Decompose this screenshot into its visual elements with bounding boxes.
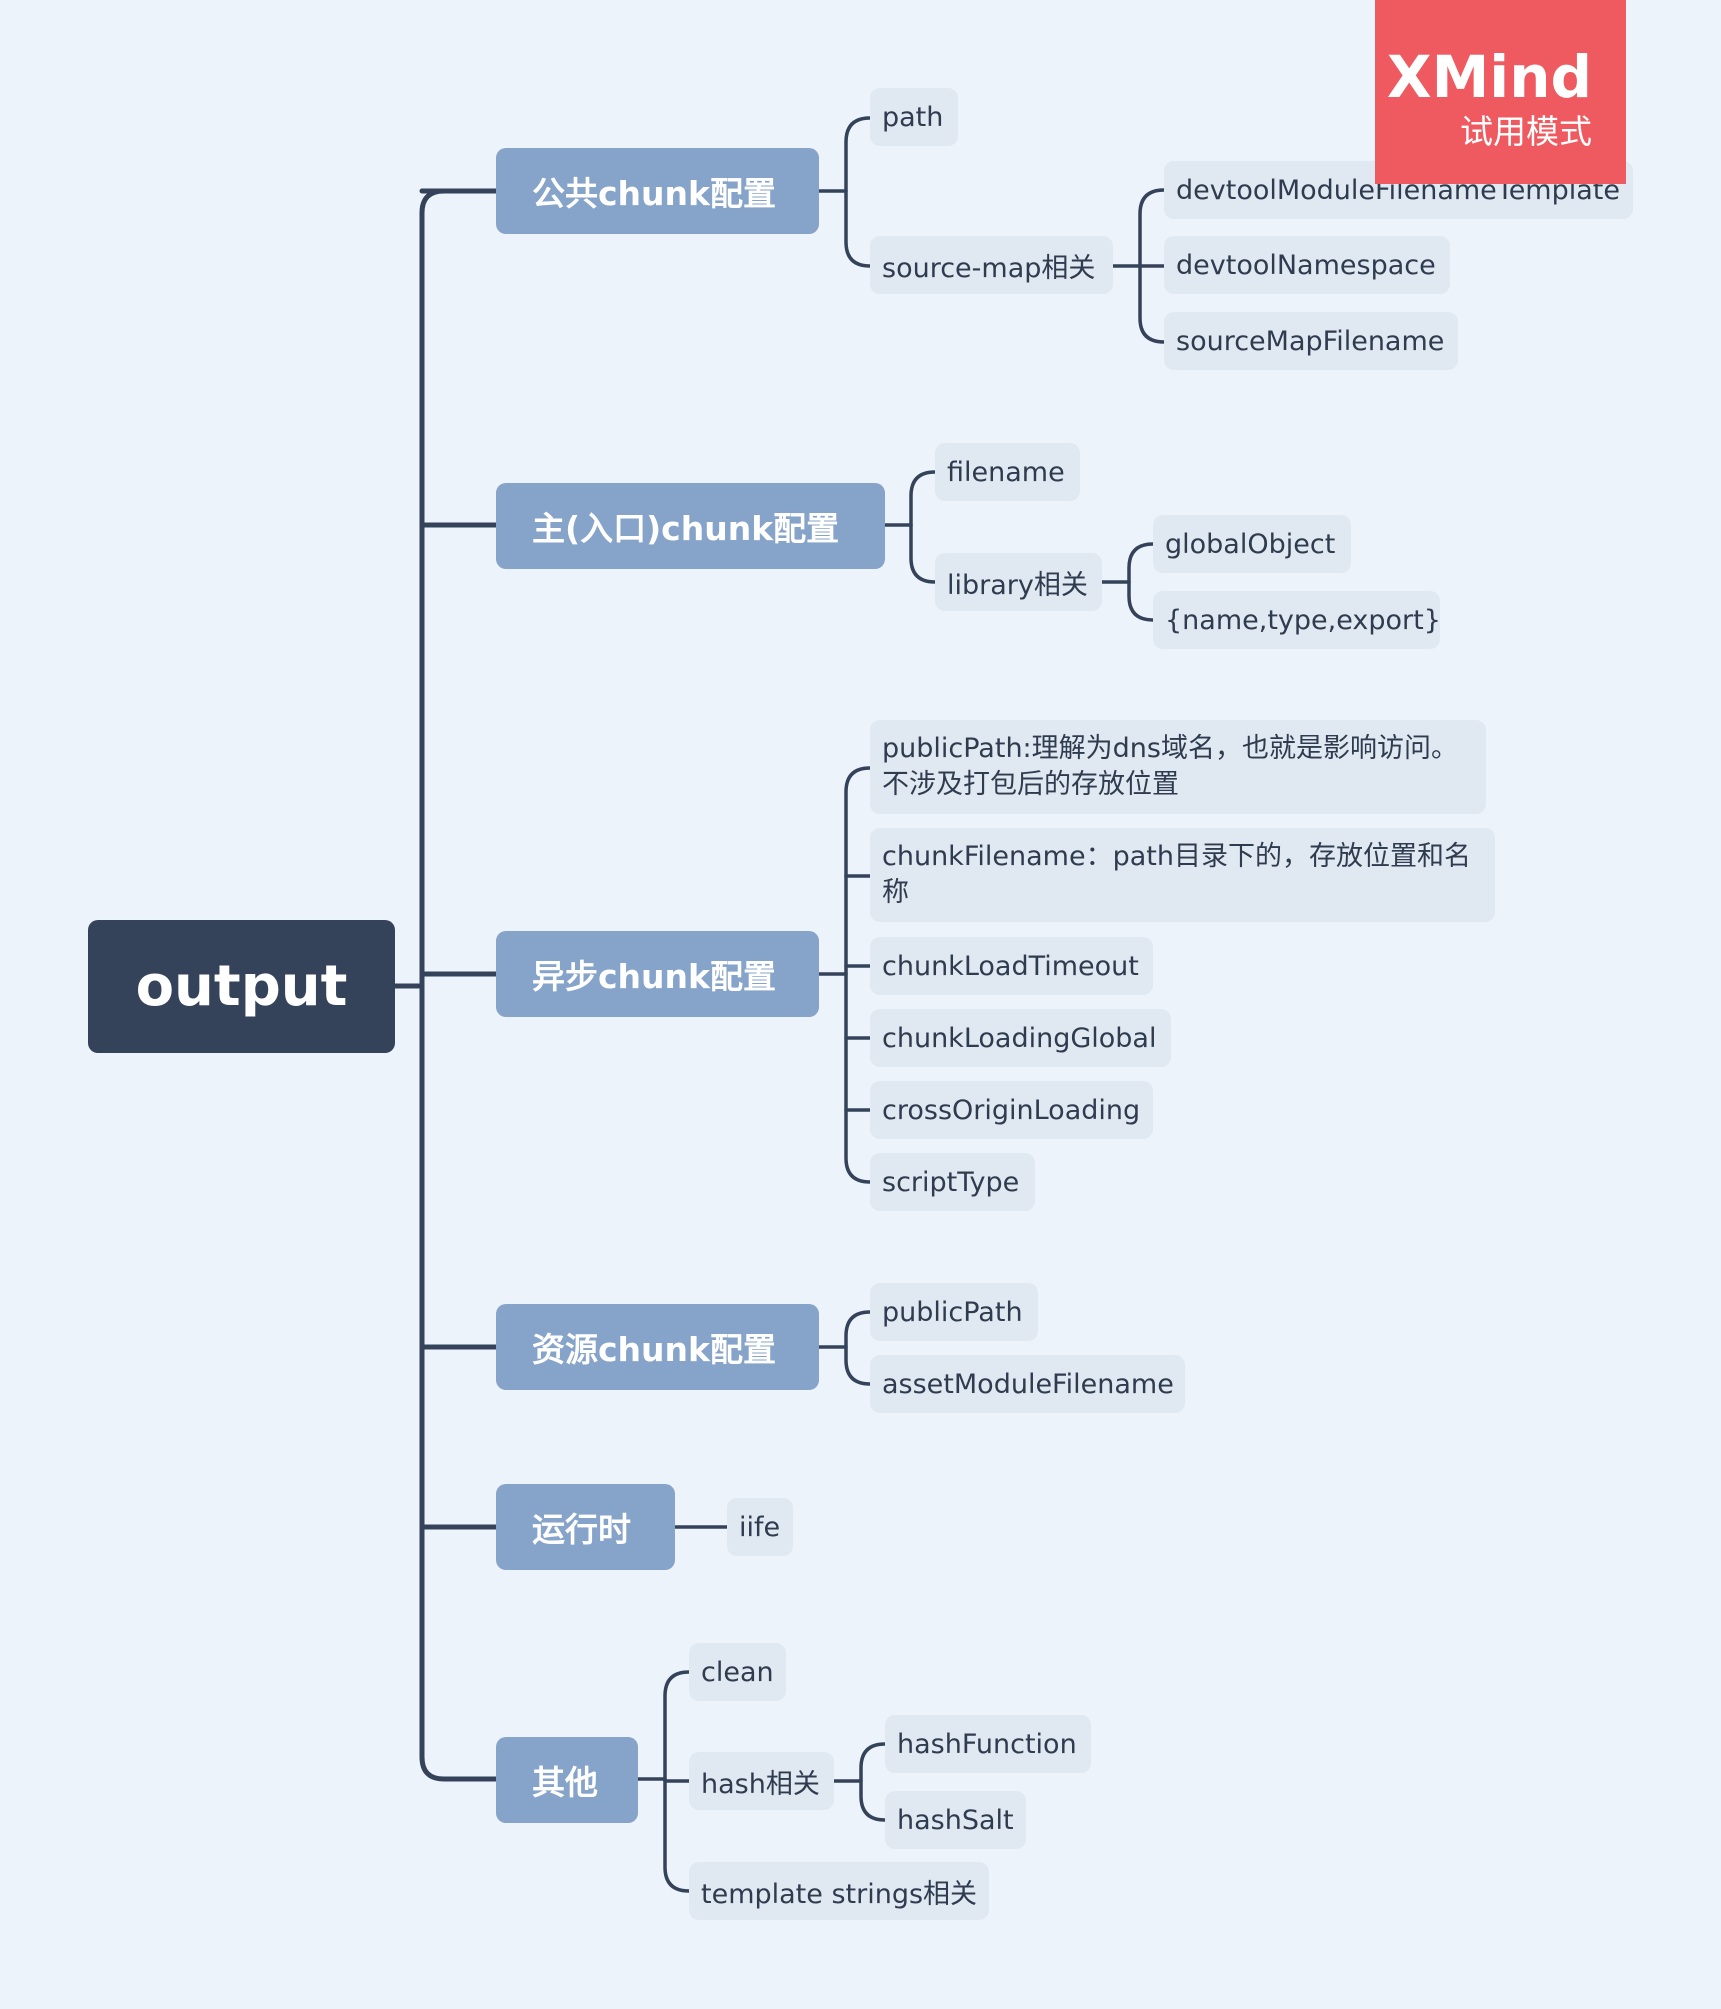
leaf-source-map-filename[interactable]: sourceMapFilename <box>1164 312 1458 370</box>
leaf-chunk-loading-global[interactable]: chunkLoadingGlobal <box>870 1009 1171 1067</box>
leaf-chunk-filename[interactable]: chunkFilename：path目录下的，存放位置和名称 <box>870 828 1495 922</box>
leaf-name-type-export[interactable]: {name,type,export} <box>1153 591 1441 649</box>
node-hash[interactable]: hash相关 <box>689 1752 834 1810</box>
leaf-chunk-load-timeout[interactable]: chunkLoadTimeout <box>870 937 1153 995</box>
leaf-public-path-asset[interactable]: publicPath <box>870 1283 1038 1341</box>
leaf-template-strings[interactable]: template strings相关 <box>689 1862 989 1920</box>
leaf-public-path-async[interactable]: publicPath:理解为dns域名，也就是影响访问。不涉及打包后的存放位置 <box>870 720 1486 814</box>
xmind-trial-watermark: XMind 试用模式 <box>1375 0 1626 184</box>
branch-runtime[interactable]: 运行时 <box>496 1484 675 1570</box>
node-library[interactable]: library相关 <box>935 553 1102 611</box>
leaf-hash-salt[interactable]: hashSalt <box>885 1791 1026 1849</box>
leaf-devtool-namespace[interactable]: devtoolNamespace <box>1164 236 1450 294</box>
root-node-output[interactable]: output <box>88 920 395 1053</box>
leaf-path[interactable]: path <box>870 88 958 146</box>
leaf-iife[interactable]: iife <box>727 1498 793 1556</box>
branch-common-chunk[interactable]: 公共chunk配置 <box>496 148 819 234</box>
watermark-mode: 试用模式 <box>1460 112 1592 151</box>
leaf-global-object[interactable]: globalObject <box>1153 515 1351 573</box>
leaf-clean[interactable]: clean <box>689 1643 786 1701</box>
branch-async-chunk[interactable]: 异步chunk配置 <box>496 931 819 1017</box>
leaf-script-type[interactable]: scriptType <box>870 1153 1035 1211</box>
branch-asset-chunk[interactable]: 资源chunk配置 <box>496 1304 819 1390</box>
watermark-brand: XMind <box>1386 43 1592 111</box>
leaf-asset-module-filename[interactable]: assetModuleFilename <box>870 1355 1185 1413</box>
branch-other[interactable]: 其他 <box>496 1737 638 1823</box>
branch-entry-chunk[interactable]: 主(入口)chunk配置 <box>496 483 885 569</box>
leaf-hash-function[interactable]: hashFunction <box>885 1715 1091 1773</box>
leaf-cross-origin-loading[interactable]: crossOriginLoading <box>870 1081 1153 1139</box>
node-source-map[interactable]: source-map相关 <box>870 236 1113 294</box>
leaf-filename[interactable]: filename <box>935 443 1080 501</box>
